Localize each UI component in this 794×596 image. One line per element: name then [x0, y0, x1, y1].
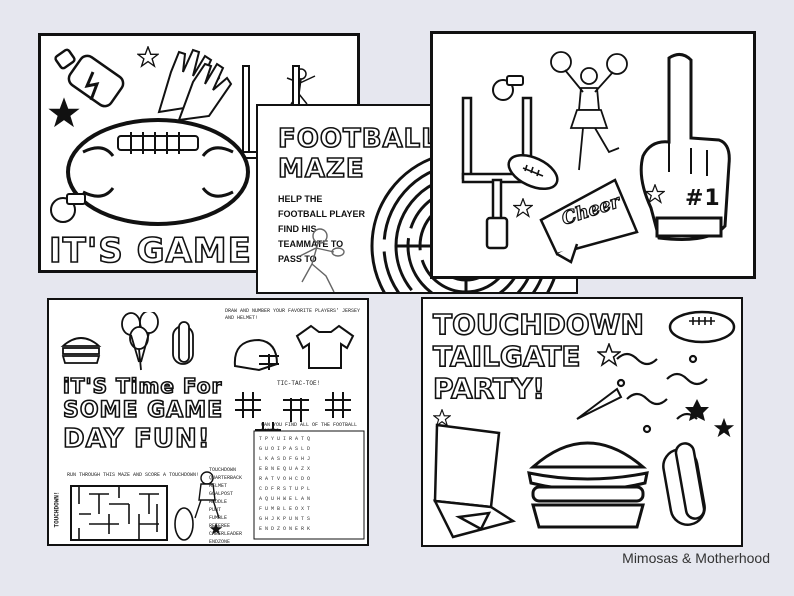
football-icon [174, 507, 194, 541]
hotdog-icon [662, 442, 706, 526]
football-icon [66, 118, 250, 226]
tailgate-party-sheet: TOUCHDOWN TAILGATE PARTY! [421, 297, 743, 547]
word-item: TOUCHDOWN [209, 467, 237, 473]
grid-maze [70, 485, 168, 541]
helmet-icon [233, 338, 279, 372]
jersey-icon [295, 324, 355, 369]
svg-text:E B N E Q U A Z X: E B N E Q U A Z X [259, 466, 310, 472]
star-outline-icon [597, 343, 621, 367]
maze-title-line2: MAZE [277, 154, 365, 184]
svg-text:E N D Z O N E R K: E N D Z O N E R K [259, 526, 310, 532]
svg-text:R A T V O H C D O: R A T V O H C D O [259, 476, 310, 482]
word-item: REFEREE [209, 523, 231, 529]
word-list: TOUCHDOWN QUARTERBACK HELMET GOALPOST HU… [209, 466, 261, 545]
star-icon [209, 522, 223, 535]
game-day-title-line1: iT'S Time For [62, 374, 223, 398]
tailgate-title-line1: TOUCHDOWN [432, 308, 645, 341]
svg-text:T P Y U I R A T Q: T P Y U I R A T Q [259, 436, 310, 442]
star-icon [713, 417, 735, 438]
word-item: ENDZONE [209, 539, 231, 545]
balloons-icon [121, 312, 159, 371]
whistle-icon [492, 75, 524, 101]
word-item: GOALPOST [209, 491, 234, 497]
megaphone-icon [539, 178, 639, 264]
jersey-prompt: DRAW AND NUMBER YOUR FAVORITE PLAYERS' J… [225, 308, 361, 321]
game-day-title-line3: DAY FUN! [62, 424, 211, 454]
cheerleader-icon [550, 51, 628, 171]
pizza-box-icon [432, 423, 517, 539]
svg-text:G U O I P A S L D: G U O I P A S L D [259, 446, 310, 452]
foam-finger-number: #1 [685, 186, 721, 211]
game-day-title-line2: SOME GAME [62, 398, 224, 423]
word-item: HUDDLE [209, 499, 228, 505]
gloves-icon [157, 48, 233, 122]
touchdown-vertical: TOUCHDOWN! [53, 491, 61, 528]
star-outline-icon [645, 184, 665, 204]
foam-finger-icon [639, 53, 731, 241]
maze-instructions: HELP THE FOOTBALL PLAYER FIND HIS TEAMMA… [278, 194, 366, 264]
water-bottle-icon [54, 48, 125, 108]
whistle-icon [50, 193, 86, 223]
brand-footer: Mimosas & Motherhood [622, 550, 770, 566]
svg-text:L K A S D F G H J: L K A S D F G H J [259, 456, 310, 462]
word-item: CHEERLEADER [209, 531, 243, 537]
svg-text:C D F R S T U P L: C D F R S T U P L [259, 486, 310, 492]
football-icon [668, 310, 736, 344]
runner-icon [299, 228, 345, 292]
tailgate-title-line2: TAILGATE [432, 340, 581, 373]
maze-title-line1: FOOTBALL [277, 124, 439, 154]
burger-icon [527, 441, 649, 529]
tailgate-title-line3: PARTY! [432, 372, 546, 405]
star-outline-icon [433, 409, 451, 427]
svg-text:F U M B L E O X T: F U M B L E O X T [259, 506, 310, 512]
star-outline-icon [513, 198, 533, 218]
tictactoe-label: TIC-TAC-TOE! [277, 380, 321, 387]
word-item: FUMBLE [209, 515, 228, 521]
confetti-icon [616, 352, 709, 434]
maze-prompt: RUN THROUGH THIS MAZE AND SCORE A TOUCHD… [67, 472, 200, 478]
football-icon [507, 153, 559, 191]
star-icon [48, 97, 80, 128]
game-day-fun-sheet: DRAW AND NUMBER YOUR FAVORITE PLAYERS' J… [47, 298, 369, 546]
burger-icon [60, 337, 102, 364]
wordsearch-grid: T P Y U I R A T Q G U O I P A S L D L K A… [253, 430, 365, 540]
svg-text:A Q U H W E L A N: A Q U H W E L A N [259, 496, 310, 502]
word-item: HELMET [209, 483, 228, 489]
cheer-sheet: Cheer #1 [430, 31, 756, 279]
player-icon [194, 471, 220, 519]
hotdog-icon [172, 321, 194, 365]
svg-text:G H J K P U N T S: G H J K P U N T S [259, 516, 310, 522]
party-horn-icon [576, 387, 623, 420]
star-outline-icon [137, 46, 159, 68]
goalpost-icon [461, 96, 533, 250]
word-item: PUNT [209, 507, 222, 513]
word-item: QUARTERBACK [209, 475, 243, 481]
